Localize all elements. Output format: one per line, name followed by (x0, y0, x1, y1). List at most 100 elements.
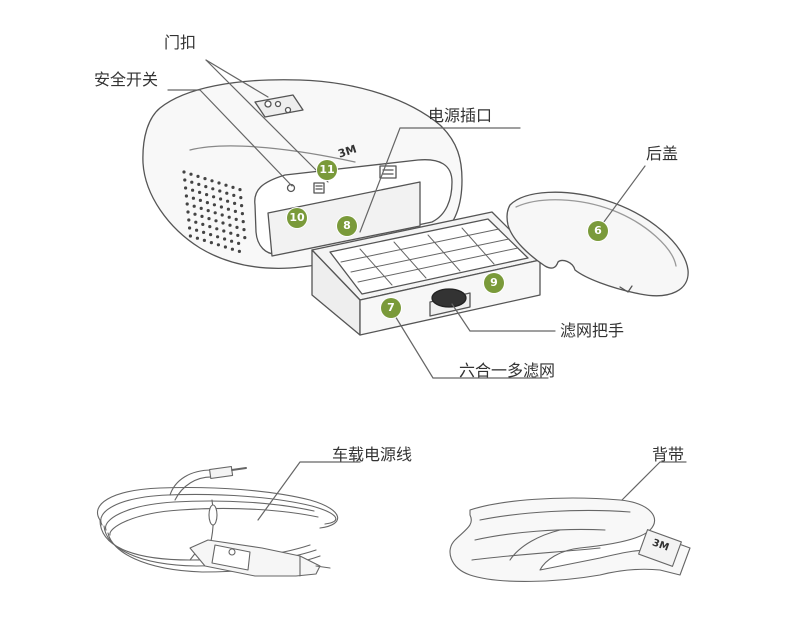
badge-7: 7 (381, 298, 401, 318)
grille-hole (231, 185, 235, 189)
grille-hole (188, 226, 192, 230)
grille-hole (223, 245, 227, 249)
grille-hole (229, 231, 233, 235)
grille-hole (222, 229, 226, 233)
grille-hole (218, 189, 222, 193)
cigarette-plug (189, 539, 331, 577)
grille-hole (211, 187, 215, 191)
grille-hole (240, 204, 244, 208)
grille-hole (203, 177, 207, 181)
grille-hole (217, 181, 221, 185)
grille-hole (237, 241, 241, 245)
filter-handle (431, 288, 467, 308)
leader-power-port (359, 127, 521, 233)
grille-hole (233, 209, 237, 213)
grille-hole (187, 218, 191, 222)
badge-8: 8 (337, 216, 357, 236)
grille-hole (202, 238, 206, 242)
grille-hole (233, 201, 237, 205)
leader-back-cover (597, 165, 646, 231)
grille-hole (199, 206, 203, 210)
grille-hole (196, 174, 200, 178)
grille-hole (230, 247, 234, 251)
grille-hole (198, 190, 202, 194)
leader-latch-b (205, 59, 329, 183)
grille-hole (206, 209, 210, 213)
grille-hole (195, 236, 199, 240)
grille-hole (219, 197, 223, 201)
vent-grille (182, 170, 247, 253)
back-cover (506, 191, 689, 297)
grille-hole (191, 196, 195, 200)
grille-hole (238, 188, 242, 192)
label-car-power-cord: 车载电源线 (332, 445, 413, 464)
badge-9: 9 (484, 273, 504, 293)
car-power-cord (97, 465, 339, 577)
grille-hole (226, 199, 230, 203)
grille-hole (243, 236, 247, 240)
grille-hole (213, 211, 217, 215)
grille-hole (200, 214, 204, 218)
label-power-port: 电源插口 (428, 106, 493, 125)
grille-hole (242, 228, 246, 232)
grille-hole (205, 201, 209, 205)
label-door-latch: 门扣 (164, 33, 197, 52)
grille-hole (198, 198, 202, 202)
leader-filter (391, 310, 549, 379)
grille-hole (204, 185, 208, 189)
latch-11 (313, 182, 325, 194)
badge-10: 10 (287, 208, 307, 228)
leader-safety-switch (167, 89, 293, 187)
grille-hole (209, 241, 213, 245)
grille-hole (191, 188, 195, 192)
grille-hole (201, 222, 205, 226)
label-strap: 背带 (652, 445, 685, 464)
grille-hole (220, 213, 224, 217)
grille-hole (223, 237, 227, 241)
grille-hole (234, 217, 238, 221)
grille-hole (194, 220, 198, 224)
grille-hole (235, 225, 239, 229)
grille-hole (188, 234, 192, 238)
grille-hole (185, 202, 189, 206)
badge-6: 6 (588, 221, 608, 241)
grille-hole (184, 186, 188, 190)
grille-hole (216, 243, 220, 247)
grille-hole (197, 182, 201, 186)
grille-hole (225, 191, 229, 195)
leader-cord (257, 461, 361, 521)
label-back-cover: 后盖 (646, 144, 679, 163)
label-safety-switch: 安全开关 (94, 70, 159, 89)
grille-hole (215, 227, 219, 231)
grille-hole (202, 230, 206, 234)
grille-hole (214, 219, 218, 223)
badge-11: 11 (317, 160, 337, 180)
grille-hole (208, 225, 212, 229)
grille-hole (205, 193, 209, 197)
grille-hole (219, 205, 223, 209)
grille-hole (195, 228, 199, 232)
label-six-in-one-filter: 六合一多滤网 (459, 361, 556, 380)
latch-right (379, 165, 397, 179)
grille-hole (228, 223, 232, 227)
leader-latch-a (205, 59, 269, 98)
grille-hole (209, 233, 213, 237)
leader-lines (167, 59, 687, 521)
grille-hole (216, 235, 220, 239)
door-latch-buttons (254, 94, 304, 118)
grille-hole (237, 249, 241, 253)
grille-hole (210, 179, 214, 183)
grille-hole (207, 217, 211, 221)
grille-hole (227, 215, 231, 219)
grille-hole (224, 183, 228, 187)
grille-hole (240, 212, 244, 216)
grille-hole (221, 221, 225, 225)
leader-strap (621, 461, 687, 501)
grille-hole (236, 233, 240, 237)
grille-hole (232, 193, 236, 197)
grille-hole (230, 239, 234, 243)
grille-hole (192, 204, 196, 208)
grille-hole (226, 207, 230, 211)
grille-hole (183, 178, 187, 182)
